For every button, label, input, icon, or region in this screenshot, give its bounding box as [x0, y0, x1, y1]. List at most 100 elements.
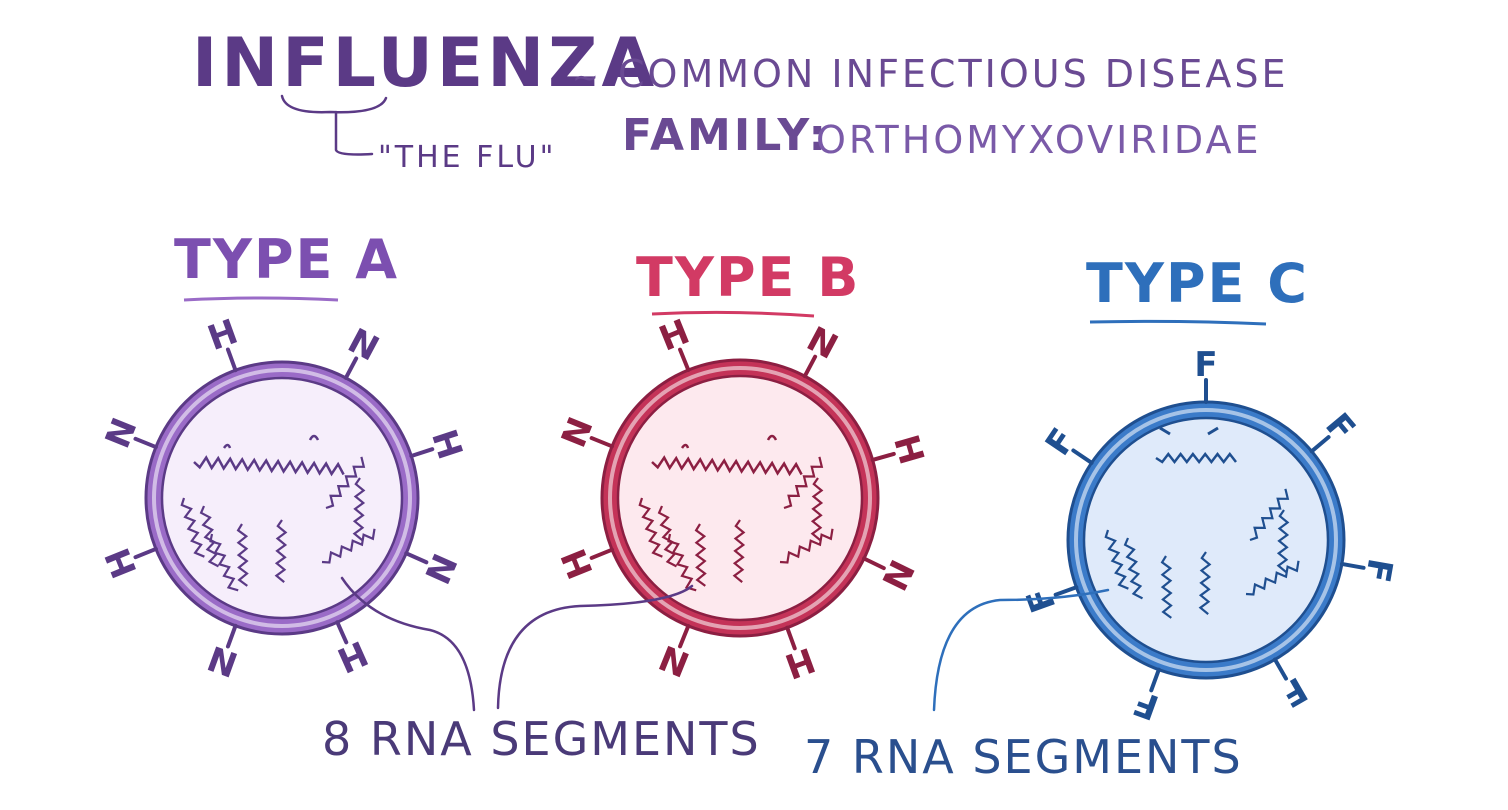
- virus-eye-right: [308, 434, 320, 441]
- leader-line-a: [340, 576, 476, 712]
- rna-segment: [1245, 560, 1300, 596]
- rna-segment: [180, 497, 205, 558]
- spike-stem: [1071, 448, 1094, 465]
- rna-segment: [732, 519, 746, 583]
- rna-segment: [1249, 488, 1290, 542]
- tilde-symbol: ~: [572, 58, 602, 96]
- spike-stem: [225, 347, 238, 373]
- family-label: Family:: [622, 110, 830, 161]
- virus-type-a: H N H N H N H N: [98, 312, 470, 684]
- spike-stem: [1273, 657, 1288, 681]
- spike-stem: [404, 551, 429, 565]
- type-c-underline: [1089, 319, 1267, 326]
- type-a-underline: [183, 296, 339, 302]
- spike-protein-label: H: [780, 639, 820, 686]
- spike-stem: [133, 436, 158, 450]
- spike-protein-label: N: [98, 413, 146, 454]
- spike-stem: [335, 620, 349, 645]
- virus-eye-right: [766, 434, 778, 441]
- family-value: Orthomyxoviridae: [816, 118, 1262, 162]
- rna-segment: [810, 477, 824, 541]
- virus-mouth: [651, 455, 803, 477]
- segments-c-label: 7 RNA segments: [804, 730, 1243, 784]
- type-b-underline: [651, 310, 815, 318]
- spike-protein-label: N: [416, 547, 464, 589]
- rna-segment: [657, 505, 678, 568]
- nickname-bracket: [280, 94, 388, 156]
- spike-stem: [133, 546, 158, 560]
- spike-stem: [409, 447, 435, 458]
- spike-stem: [870, 451, 896, 462]
- spike-protein-label: H: [554, 543, 602, 584]
- spike-stem: [589, 547, 615, 560]
- spike-protein-label: N: [341, 321, 385, 370]
- virus-ring-highlight: [1074, 408, 1338, 672]
- virus-eye-left: [222, 443, 232, 449]
- type-c-label: Type C: [1086, 252, 1309, 315]
- spike-protein-label: H: [331, 632, 373, 680]
- nickname: "The Flu": [378, 140, 557, 175]
- segments-ab-label: 8 RNA segments: [322, 712, 761, 766]
- rna-segment: [325, 456, 366, 510]
- rna-segment: [779, 528, 834, 564]
- rna-segment: [694, 523, 707, 587]
- spike-protein-label: N: [554, 412, 602, 453]
- spike-stem: [862, 556, 886, 571]
- spike-protein-label: N: [873, 553, 921, 596]
- spike-stem: [589, 436, 615, 449]
- virus-core: [616, 374, 864, 622]
- virus-eye-left: [680, 443, 690, 449]
- spike-protein-label: H: [885, 431, 931, 469]
- rna-segment: [209, 533, 239, 592]
- leader-line-c: [932, 588, 1110, 712]
- rna-segment: [1123, 537, 1144, 600]
- virus-mouth: [1155, 451, 1237, 465]
- spike-stem: [225, 623, 238, 649]
- rna-segment: [321, 528, 376, 564]
- spike-protein-label: F: [1357, 555, 1400, 585]
- virus-type-b: H N H N H N H N: [554, 312, 932, 686]
- description: Common infectious disease: [618, 52, 1289, 96]
- title-influenza: Influenza: [192, 24, 659, 103]
- type-b-label: Type B: [636, 246, 861, 309]
- rna-segment: [1104, 529, 1129, 590]
- type-a-label: Type A: [174, 228, 399, 291]
- spike-stem: [1149, 667, 1161, 693]
- rna-segment: [236, 523, 249, 587]
- spike-protein-label: N: [800, 319, 844, 368]
- spike-protein-label: H: [654, 312, 695, 360]
- spike-protein-label: N: [203, 637, 243, 684]
- spike-stem: [1053, 585, 1079, 597]
- spike-protein-label: N: [654, 636, 695, 684]
- spike-stem: [785, 625, 797, 651]
- virus-core: [160, 376, 404, 620]
- spike-stem: [802, 354, 818, 379]
- virus-core: [1082, 416, 1330, 664]
- spike-protein-label: F: [1194, 345, 1217, 385]
- spike-protein-label: F: [1038, 421, 1084, 463]
- spike-stem: [343, 356, 359, 380]
- rna-segment: [783, 456, 824, 510]
- virus-ring-highlight: [152, 368, 412, 628]
- spike-stem: [1309, 435, 1331, 454]
- rna-segment: [199, 505, 220, 568]
- spike-stem: [678, 623, 691, 649]
- rna-segment: [1276, 509, 1290, 573]
- spike-stem: [678, 347, 691, 373]
- virus-mouth: [193, 455, 345, 477]
- rna-segment: [638, 497, 663, 558]
- rna-segment: [1198, 551, 1212, 615]
- virus-ring-highlight: [608, 366, 872, 630]
- spike-protein-label: H: [423, 425, 470, 464]
- spike-protein-label: H: [98, 542, 146, 583]
- spike-protein-label: F: [1273, 668, 1313, 714]
- virus-eyes: [1159, 426, 1219, 436]
- rna-segment: [352, 477, 366, 541]
- rna-segment: [1160, 555, 1173, 619]
- spike-protein-label: F: [1128, 682, 1164, 728]
- spike-protein-label: H: [203, 312, 243, 359]
- spike-stem: [1339, 561, 1366, 570]
- rna-segment: [667, 533, 697, 592]
